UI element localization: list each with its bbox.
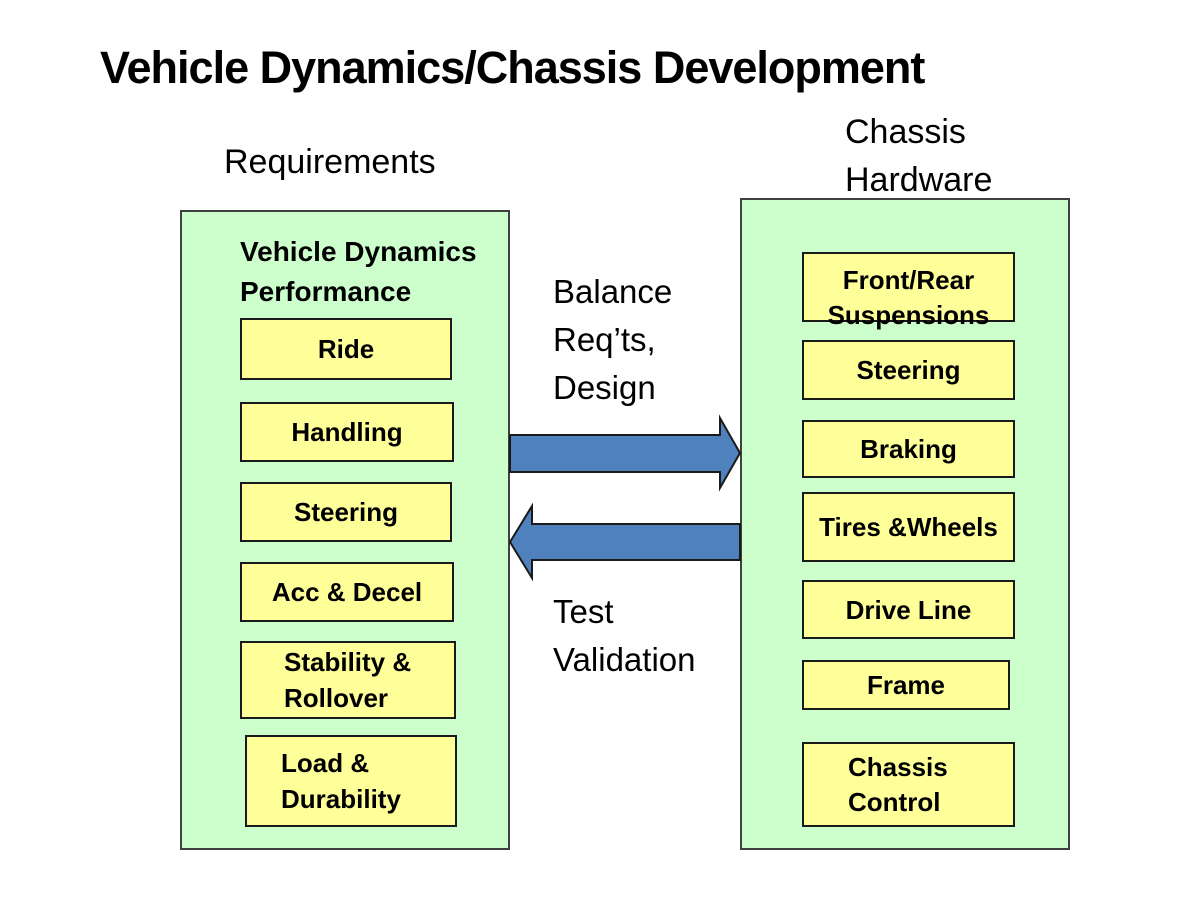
box-load-durability: Load & Durability — [245, 735, 457, 827]
test-validation-label: Test Validation — [553, 593, 696, 678]
box-braking: Braking — [802, 420, 1015, 478]
box-stability-rollover: Stability & Rollover — [240, 641, 456, 719]
chassis-hardware-panel: Front/Rear Suspensions Steering Braking … — [740, 198, 1070, 850]
box-handling: Handling — [240, 402, 454, 462]
left-panel-heading: Vehicle Dynamics Performance — [240, 236, 477, 307]
arrow-right-icon — [509, 414, 742, 492]
box-tires-wheels: Tires &Wheels — [802, 492, 1015, 562]
chassis-hardware-label: Chassis Hardware — [845, 113, 993, 199]
box-front-rear-suspensions: Front/Rear Suspensions — [802, 252, 1015, 330]
box-chassis-control: Chassis Control — [802, 742, 1015, 827]
box-frame: Frame — [802, 660, 1010, 710]
page-title: Vehicle Dynamics/Chassis Development — [100, 42, 925, 93]
box-acc-decel: Acc & Decel — [240, 562, 454, 622]
arrow-left-icon — [508, 502, 741, 582]
requirements-panel: Vehicle Dynamics Performance Ride Handli… — [180, 210, 510, 850]
box-ride: Ride — [240, 318, 452, 380]
box-drive-line: Drive Line — [802, 580, 1015, 639]
box-steering-hw: Steering — [802, 340, 1015, 400]
balance-reqts-design-label: Balance Req’ts, Design — [553, 273, 673, 406]
requirements-label: Requirements — [224, 143, 436, 181]
box-steering-req: Steering — [240, 482, 452, 542]
